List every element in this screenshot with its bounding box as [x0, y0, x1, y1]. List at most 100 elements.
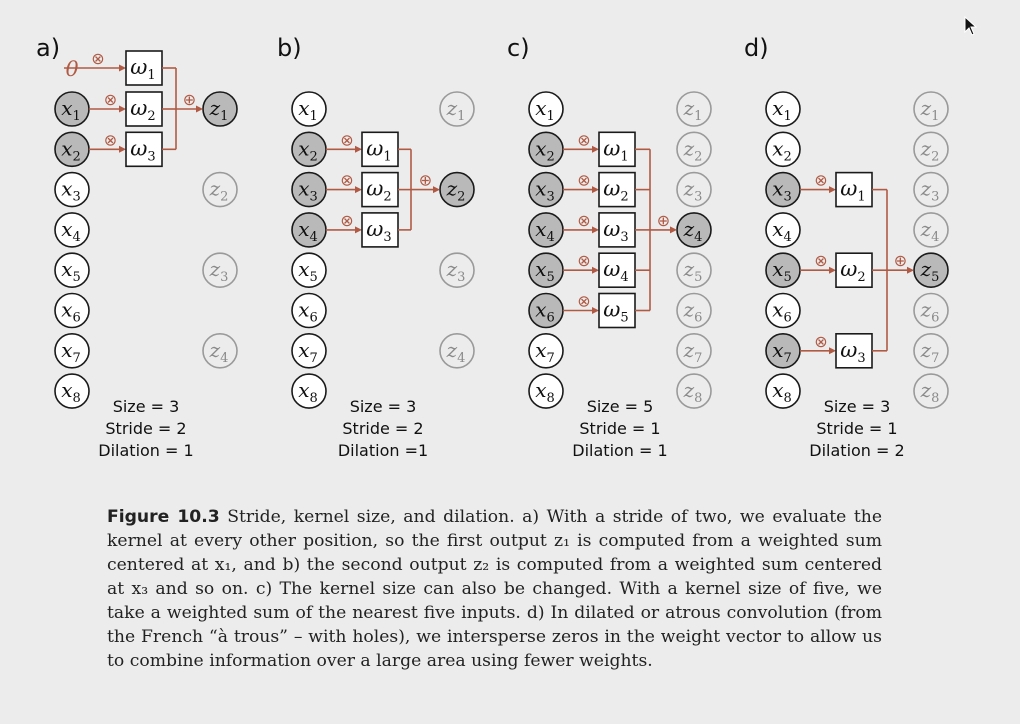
panel-d-output-node-z6: [913, 292, 949, 329]
panel-c-label: c): [507, 34, 530, 62]
panel-a-param-1: Size = 3: [113, 397, 180, 416]
figure-caption: Figure 10.3 Stride, kernel size, and dil…: [107, 505, 882, 673]
panel-d-input-wire-1-head: [829, 186, 836, 194]
panel-c-multiply-symbol-2: ⊗: [577, 171, 590, 190]
panel-a-weight-label-3: ω3: [130, 136, 155, 164]
panel-c-input-node-x7: [528, 332, 564, 369]
panel-b-param-2: Stride = 2: [342, 419, 423, 438]
panel-b-input-node-x1: [291, 91, 327, 127]
panel-a-multiply-symbol-3: ⊗: [104, 130, 117, 149]
panel-d-input-node-x2: [765, 131, 801, 168]
panel-b-weight-box-3: [361, 212, 399, 248]
panel-c-input-wire-4-head: [592, 266, 599, 274]
panel-b-output-node-z1: [439, 91, 475, 127]
panel-d-param-3: Dilation = 2: [809, 441, 904, 460]
panel-c-output-node-z3: [676, 171, 712, 208]
panel-d-input-node-x1: [765, 91, 801, 127]
panel-a-multiply-symbol-1: ⊗: [91, 49, 104, 68]
panel-d-input-wire-3-head: [829, 347, 836, 355]
panel-c-output-label-z1: z1: [683, 96, 703, 124]
panel-c-output-label-z5: z5: [683, 257, 703, 285]
panel-a-input-node-x4: [54, 212, 90, 248]
panel-d-output-label-z8: z8: [920, 378, 940, 406]
panel-a-multiply-symbol-2: ⊗: [104, 90, 117, 109]
panel-b-output-node-z4: [439, 332, 475, 369]
panel-a-weight-box-3: [125, 131, 163, 168]
panel-b-input-wire-2-head: [355, 186, 362, 194]
panel-b-input-node-x8: [291, 373, 327, 409]
panel-b-output-label-z1: z1: [446, 96, 466, 124]
panel-a-label: a): [36, 34, 60, 62]
panel-b-multiply-symbol-3: ⊗: [340, 211, 353, 230]
panel-d-output-node-z3: [913, 171, 949, 208]
panel-a-input-node-x7: [54, 332, 90, 369]
panel-a-param-3: Dilation = 1: [98, 441, 193, 460]
panel-b-add-symbol: ⊕: [419, 171, 432, 190]
panel-d-param-2: Stride = 1: [816, 419, 897, 438]
panel-d-label: d): [744, 34, 769, 62]
panel-b-param-1: Size = 3: [350, 397, 417, 416]
panel-c-input-wire-1-head: [592, 145, 599, 153]
panel-c-output-wire-head: [670, 226, 677, 234]
panel-b-input-node-x6: [291, 292, 327, 329]
panel-c-weight-box-1: [598, 131, 636, 168]
panel-c-output-label-z7: z7: [683, 338, 703, 366]
panel-b-param-3: Dilation =1: [338, 441, 428, 460]
panel-b-input-wire-3-head: [355, 226, 362, 234]
panel-d-output-label-z1: z1: [920, 96, 940, 124]
panel-b-input-node-x5: [291, 252, 327, 289]
panel-c-output-label-z2: z2: [683, 136, 703, 164]
panel-a-zero-input: 0: [65, 57, 78, 81]
panel-a-output-node-z3: [202, 252, 238, 289]
panel-c-output-label-z8: z8: [683, 378, 703, 406]
panel-c-multiply-symbol-1: ⊗: [577, 130, 590, 149]
panel-c-weight-label-3: ω3: [603, 217, 628, 245]
panel-c-output-node-z8: [676, 373, 712, 409]
panel-a-input-node-x3: [54, 171, 90, 208]
panel-d-input-wire-2-head: [829, 266, 836, 274]
panel-d-output-wire-head: [907, 266, 914, 274]
mouse-pointer-icon: [964, 16, 978, 36]
panel-a-output-label-z4: z4: [209, 338, 229, 366]
panel-d-multiply-symbol-1: ⊗: [814, 171, 827, 190]
panel-b-input-wire-1-head: [355, 145, 362, 153]
panel-a-output-node-z2: [202, 171, 238, 208]
panel-c-output-node-z7: [676, 332, 712, 369]
panel-c-param-2: Stride = 1: [579, 419, 660, 438]
panel-d-input-node-x4: [765, 212, 801, 248]
panel-d-multiply-symbol-2: ⊗: [814, 251, 827, 270]
panel-d-output-label-z4: z4: [920, 217, 940, 245]
panel-c-output-node-z2: [676, 131, 712, 168]
panel-d-output-node-z4: [913, 212, 949, 248]
panel-d-weight-box-2: [835, 252, 873, 288]
panel-a-output-label-z3: z3: [209, 257, 229, 285]
panel-b-weight-box-1: [361, 131, 399, 168]
panel-b-multiply-symbol-2: ⊗: [340, 171, 353, 190]
stride-kernel-dilation-diagram: a)x1x2x3x4x5x6x7x8z1z2z3z4⊗ω1⊗ω2⊗ω30⊕Siz…: [36, 34, 949, 460]
panel-b-multiply-symbol-1: ⊗: [340, 130, 353, 149]
panel-b-output-label-z3: z3: [446, 257, 466, 285]
panel-d-output-node-z8: [913, 373, 949, 409]
panel-d-param-1: Size = 3: [824, 397, 891, 416]
panel-c-output-label-z6: z6: [683, 298, 703, 326]
panel-b-output-node-z3: [439, 252, 475, 289]
panel-c-input-wire-2-head: [592, 186, 599, 194]
panel-c-input-wire-5-head: [592, 307, 599, 314]
panel-a-input-node-x5: [54, 252, 90, 289]
panel-c-input-wire-3-head: [592, 226, 599, 234]
panel-a-input-wire-1-head: [119, 64, 126, 72]
panel-a-input-node-x8: [54, 373, 90, 409]
panel-d-output-label-z7: z7: [920, 338, 940, 366]
panel-b-output-label-z4: z4: [446, 338, 466, 366]
panel-c-input-node-x1: [528, 91, 564, 127]
panel-a-input-wire-3-head: [119, 145, 126, 153]
panel-c-multiply-symbol-4: ⊗: [577, 251, 590, 270]
panel-d-output-label-z2: z2: [920, 136, 940, 164]
panel-d-add-symbol: ⊕: [894, 251, 907, 270]
panel-d-output-label-z3: z3: [920, 177, 940, 205]
panel-c-weight-box-3: [598, 212, 636, 248]
panel-c-weight-box-5: [598, 292, 636, 329]
panel-a-input-node-x6: [54, 292, 90, 329]
panel-d-input-node-x8: [765, 373, 801, 409]
panel-c-output-node-z5: [676, 252, 712, 289]
